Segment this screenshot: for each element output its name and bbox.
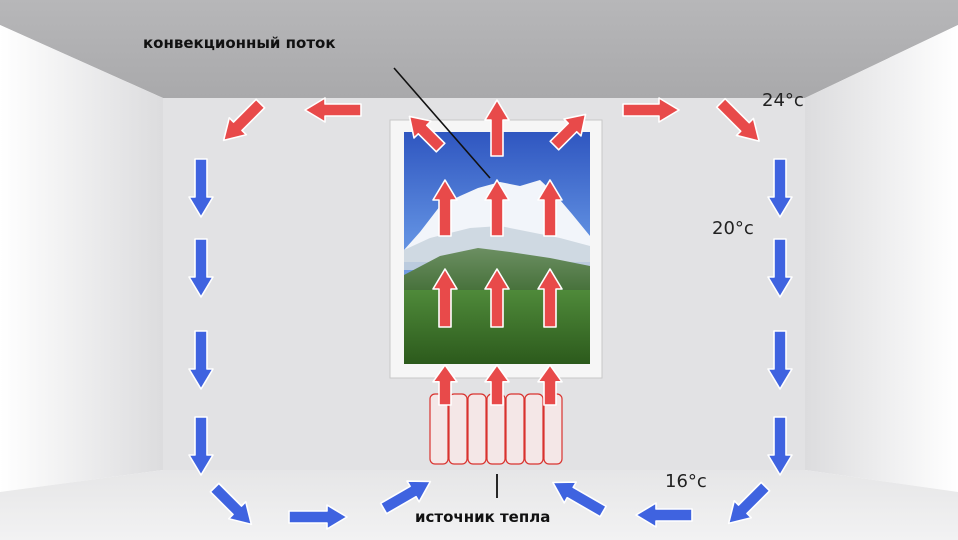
warm-air-arrow-4 [432, 268, 458, 328]
cool-air-arrow-29 [379, 480, 432, 515]
cool-air-arrow-30 [552, 481, 607, 518]
warm-air-arrow-10 [408, 115, 446, 153]
warm-air-arrow-2 [484, 179, 510, 237]
warm-air-arrow-14 [622, 97, 680, 123]
cool-air-arrow-20 [188, 416, 214, 476]
cool-air-arrow-23 [767, 330, 793, 390]
cool-air-arrow-26 [727, 481, 771, 525]
convection-arrows [188, 97, 793, 530]
warm-air-arrow-8 [484, 364, 510, 406]
floor [0, 470, 958, 540]
warm-air-arrow-7 [432, 364, 458, 406]
convection-flow-label: конвекционный поток [143, 34, 336, 52]
temperature-top-label: 24°c [762, 90, 804, 111]
warm-air-arrow-9 [537, 364, 563, 406]
left-wall [0, 25, 163, 492]
warm-air-arrow-15 [222, 98, 266, 142]
warm-air-arrow-11 [484, 99, 510, 157]
convection-pointer-line [393, 67, 491, 179]
ceiling [0, 0, 958, 98]
cool-air-arrow-22 [767, 238, 793, 298]
warm-air-arrow-3 [537, 179, 563, 237]
cool-air-arrow-28 [635, 502, 693, 528]
warm-air-arrow-12 [549, 113, 587, 151]
cool-air-arrow-21 [767, 158, 793, 218]
warm-air-arrow-1 [432, 179, 458, 237]
radiator [429, 393, 563, 465]
cool-air-arrow-18 [188, 238, 214, 298]
warm-air-arrow-13 [304, 97, 362, 123]
cool-air-arrow-24 [767, 416, 793, 476]
heat-source-label: источник тепла [415, 508, 551, 526]
temperature-middle-label: 20°c [712, 218, 754, 239]
window [389, 119, 603, 379]
warm-air-arrow-6 [537, 268, 563, 328]
warm-air-arrow-5 [484, 268, 510, 328]
cool-air-arrow-27 [288, 504, 348, 530]
right-wall [805, 25, 958, 492]
cool-air-arrow-19 [188, 330, 214, 390]
cool-air-arrow-17 [188, 158, 214, 218]
warm-air-arrow-16 [715, 97, 760, 142]
cool-air-arrow-25 [209, 482, 253, 526]
temperature-bottom-label: 16°c [665, 471, 707, 492]
